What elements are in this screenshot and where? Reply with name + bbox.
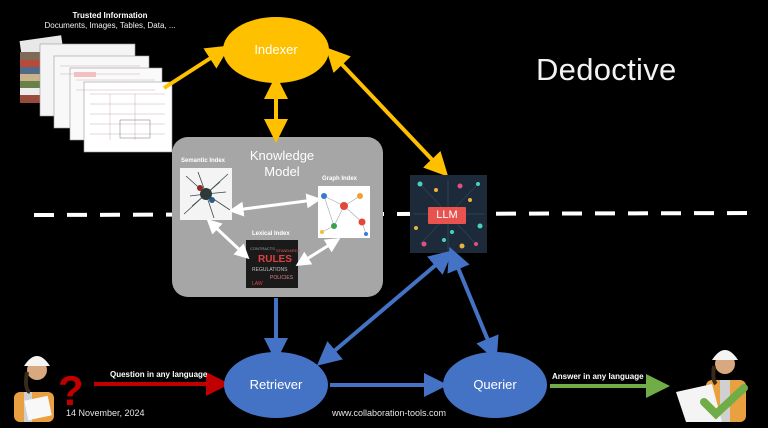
trusted-information-caption: Trusted Information Documents, Images, T… <box>20 11 200 31</box>
querier-label: Querier <box>473 377 517 392</box>
arrow-retriever-llm <box>316 250 454 366</box>
word-cloud-standards: STANDARDS <box>276 248 301 253</box>
semantic-index-label: Semantic Index <box>181 158 226 164</box>
querier-node <box>443 352 547 418</box>
lexical-index-icon: RULES REGULATIONS POLICIES CONTRACTS STA… <box>246 240 301 288</box>
arrow-documents-indexer <box>162 45 231 90</box>
trusted-information-subheading: Documents, Images, Tables, Data, ... <box>44 21 176 30</box>
indexer-node <box>223 17 329 83</box>
answer-label: Answer in any language <box>552 372 644 381</box>
semantic-index-icon <box>180 168 232 220</box>
question-label: Question in any language <box>110 370 208 379</box>
trusted-information-heading: Trusted Information <box>72 11 148 20</box>
dashed-separator <box>33 211 751 217</box>
knowledge-model-title: Knowledge Model <box>249 148 315 179</box>
arrow-semantic-graph <box>228 193 322 217</box>
footer-website: www.collaboration-tools.com <box>332 408 447 418</box>
arrow-indexer-llm <box>325 47 449 177</box>
question-mark-icon: ? <box>58 367 84 414</box>
word-cloud-policies: POLICIES <box>270 275 294 281</box>
engineer-avatar-icon <box>14 356 54 422</box>
lexical-index-label: Lexical Index <box>252 231 290 237</box>
arrow-semantic-lexical <box>206 218 250 260</box>
retriever-node <box>224 352 328 418</box>
word-cloud-contracts: CONTRACTS <box>250 246 275 251</box>
indexer-label: Indexer <box>254 42 298 57</box>
llm-label: LLM <box>428 207 466 224</box>
retriever-label: Retriever <box>249 377 303 392</box>
graph-index-icon <box>318 186 370 238</box>
graph-index-label: Graph Index <box>322 176 358 182</box>
arrow-llm-querier <box>447 246 499 362</box>
word-cloud-law: LAW <box>252 281 263 287</box>
footer-date: 14 November, 2024 <box>66 408 145 418</box>
word-cloud-rules: RULES <box>258 254 292 265</box>
document-stack-icon <box>19 35 173 153</box>
check-mark-icon <box>700 384 748 420</box>
word-cloud-regulations: REGULATIONS <box>252 267 288 273</box>
slide-title: Dedoctive <box>536 52 677 87</box>
